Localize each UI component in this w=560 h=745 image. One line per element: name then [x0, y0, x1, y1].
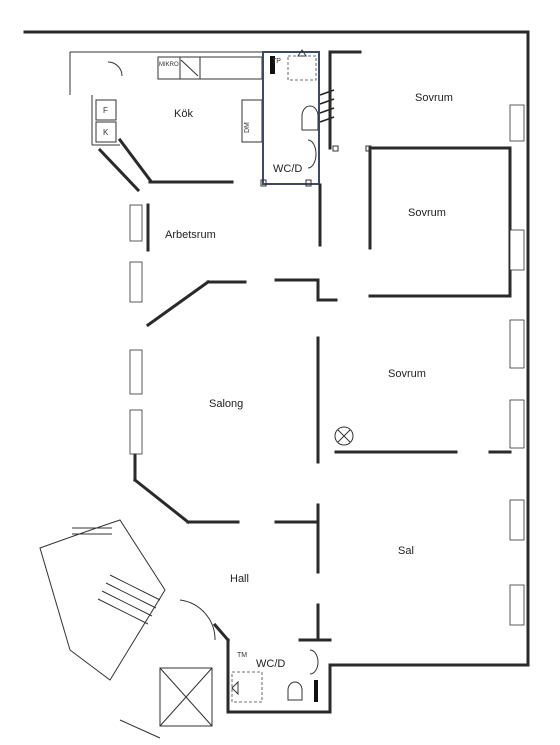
- room-label-hall: Hall: [230, 573, 249, 585]
- fixture-label-dm: DM: [244, 122, 251, 133]
- outer-walls: [23, 30, 530, 714]
- bedroom-walls: [318, 50, 512, 298]
- room-label-wc-lower: WC/D: [256, 658, 285, 670]
- room-label-salong: Salong: [209, 398, 243, 410]
- room-label-sal: Sal: [398, 545, 414, 557]
- fixture-label-f: F: [103, 106, 108, 115]
- room-label-wc-upper: WC/D: [273, 163, 302, 175]
- wc-upper-walls: [260, 49, 335, 187]
- fixture-label-tp: TP: [272, 58, 281, 65]
- room-label-kok: Kök: [174, 108, 193, 120]
- room-label-arbetsrum: Arbetsrum: [165, 229, 216, 241]
- room-label-sovrum-2: Sovrum: [408, 207, 446, 219]
- staircase: [39, 519, 216, 739]
- fixture-label-mikro: MIKRO: [159, 62, 179, 68]
- fixture-label-tm: TM: [237, 652, 247, 659]
- fixture-label-k: K: [103, 128, 109, 137]
- right-windows: [509, 104, 525, 626]
- wc-lower-walls: [231, 649, 319, 703]
- room-label-sovrum-3: Sovrum: [388, 368, 426, 380]
- hall-walls: [132, 453, 332, 714]
- room-label-sovrum-1: Sovrum: [415, 92, 453, 104]
- left-windows: [129, 204, 143, 455]
- middle-walls: [97, 137, 512, 464]
